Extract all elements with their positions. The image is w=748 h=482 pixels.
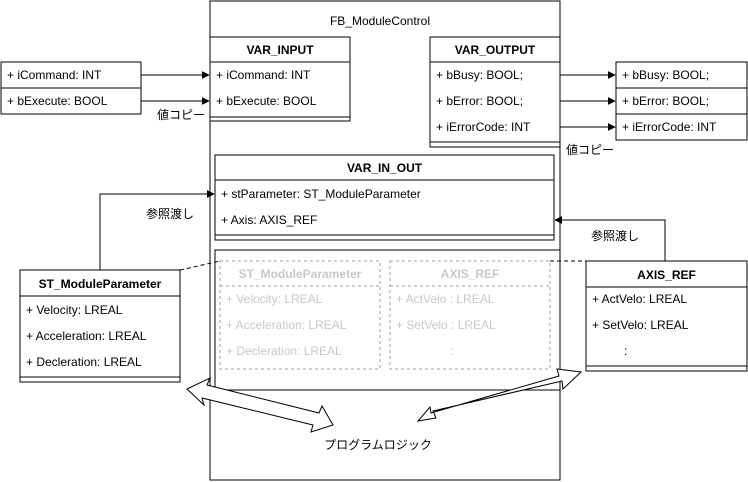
arrow-axis-ref <box>554 216 666 261</box>
var-input-field: + iCommand: INT <box>216 68 311 82</box>
external-input-box[interactable]: + iCommand: INT + bExecute: BOOL <box>0 61 142 115</box>
var-input-box[interactable]: VAR_INPUT + iCommand: INT + bExecute: BO… <box>209 36 351 122</box>
st-param-field: + Decleration: LREAL <box>26 355 142 369</box>
axis-ref-field: + SetVelo: LREAL <box>592 318 689 332</box>
var-in-out-field: + Axis: AXIS_REF <box>221 213 317 227</box>
ghost-param-field: + Decleration: LREAL <box>226 344 342 358</box>
external-output-field: + iErrorCode: INT <box>622 120 717 134</box>
external-output-field: + bError: BOOL; <box>622 94 709 108</box>
axis-ref-title: AXIS_REF <box>637 268 696 282</box>
ghost-axis-field: : <box>450 344 453 358</box>
external-input-field: + bExecute: BOOL <box>7 94 108 108</box>
ghost-axis-ref: AXIS_REF + ActVelo : LREAL + SetVelo : L… <box>389 260 551 370</box>
st-param-title: ST_ModuleParameter <box>39 277 162 291</box>
copy-out-label: 値コピー <box>566 142 614 157</box>
ghost-st-module-parameter: ST_ModuleParameter + Velocity: LREAL + A… <box>219 260 381 370</box>
var-in-out-field: + stParameter: ST_ModuleParameter <box>221 187 421 201</box>
copy-in-label: 値コピー <box>157 107 205 122</box>
var-output-field: + bError: BOOL; <box>436 94 523 108</box>
st-param-field: + Acceleration: LREAL <box>26 329 147 343</box>
external-input-field: + iCommand: INT <box>7 68 102 82</box>
ghost-axis-field: + ActVelo : LREAL <box>396 292 495 306</box>
var-input-field: + bExecute: BOOL <box>216 94 317 108</box>
st-module-parameter-box[interactable]: ST_ModuleParameter + Velocity: LREAL + A… <box>19 269 181 383</box>
st-param-field: + Velocity: LREAL <box>26 303 123 317</box>
ghost-param-title: ST_ModuleParameter <box>239 267 362 281</box>
var-output-field: + iErrorCode: INT <box>436 120 531 134</box>
var-output-field: + bBusy: BOOL; <box>436 68 523 82</box>
ghost-param-field: + Acceleration: LREAL <box>226 318 347 332</box>
block-arrow-left-icon <box>186 376 334 433</box>
axis-ref-field: + ActVelo: LREAL <box>592 292 687 306</box>
var-input-title: VAR_INPUT <box>246 43 314 57</box>
program-logic-label: プログラムロジック <box>324 438 432 452</box>
program-logic-frame <box>214 249 561 391</box>
ghost-axis-field: + SetVelo : LREAL <box>396 318 496 332</box>
axis-ref-box[interactable]: AXIS_REF + ActVelo: LREAL + SetVelo: LRE… <box>585 260 748 372</box>
fb-title: FB_ModuleControl <box>330 14 430 28</box>
ref-right-label: 参照渡し <box>591 228 639 243</box>
ghost-axis-title: AXIS_REF <box>441 267 500 281</box>
ghost-param-field: + Velocity: LREAL <box>226 292 323 306</box>
external-output-field: + bBusy: BOOL; <box>622 68 709 82</box>
ref-left-label: 参照渡し <box>146 206 194 221</box>
axis-ref-field: : <box>624 344 627 358</box>
var-output-box[interactable]: VAR_OUTPUT + bBusy: BOOL; + bError: BOOL… <box>429 36 561 148</box>
external-output-box[interactable]: + bBusy: BOOL; + bError: BOOL; + iErrorC… <box>615 61 748 141</box>
var-output-title: VAR_OUTPUT <box>455 43 536 57</box>
block-arrow-right-icon <box>416 368 583 422</box>
var-in-out-title: VAR_IN_OUT <box>347 161 423 175</box>
var-in-out-box[interactable]: VAR_IN_OUT + stParameter: ST_ModuleParam… <box>214 154 555 241</box>
arrow-st-param-ref <box>99 190 215 270</box>
